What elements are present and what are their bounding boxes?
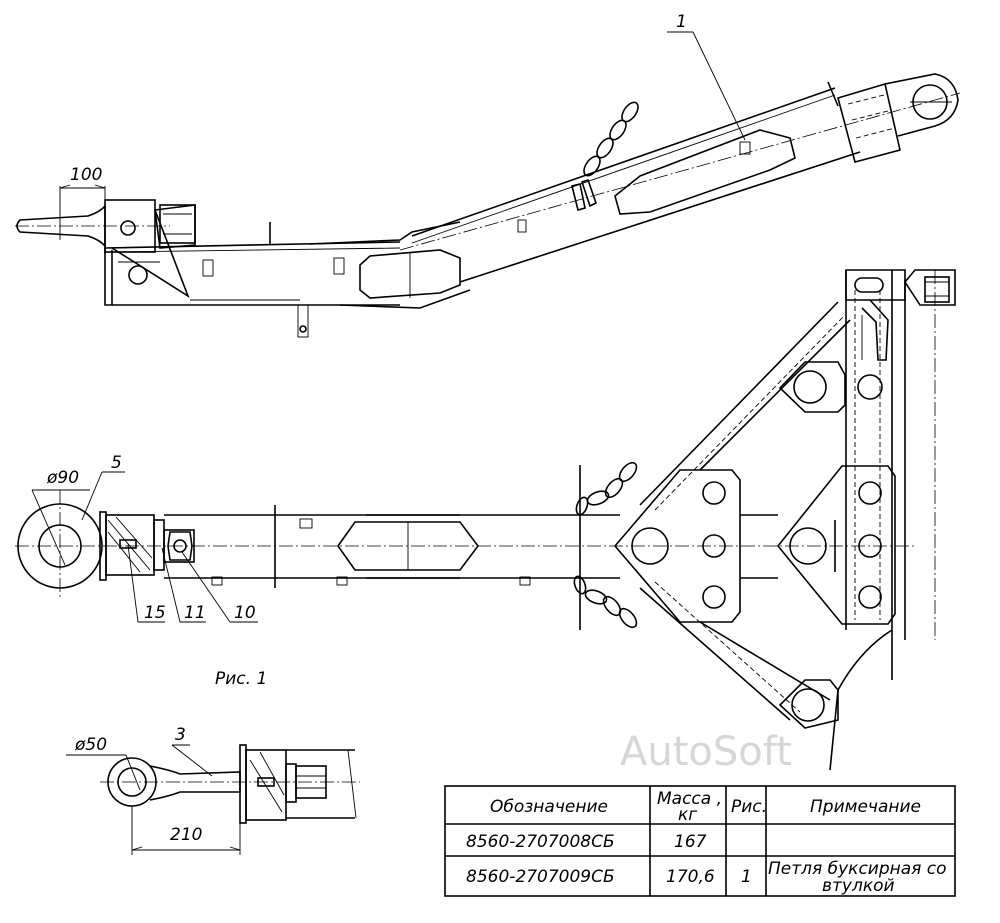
table-row-2-fig: 1 <box>741 867 752 887</box>
callout-10: 10 <box>234 603 256 623</box>
safety-chain-top <box>571 101 639 211</box>
table-row-2-note-line2: втулкой <box>822 876 895 896</box>
dimension-100-label: 100 <box>70 165 102 185</box>
callout-11: 11 <box>184 603 206 623</box>
table-header-mass: Масса , <box>657 789 722 809</box>
table-header-note: Примечание <box>810 797 921 817</box>
table-row-2-designation: 8560-2707009СБ <box>466 867 615 887</box>
dimension-dia90-label: ø90 <box>46 468 79 488</box>
table-header-designation: Обозначение <box>490 797 608 817</box>
eye-detail-view: ø50 3 210 <box>66 725 360 855</box>
table-header-fig: Рис. <box>731 797 767 817</box>
callout-15: 15 <box>144 603 166 623</box>
safety-chain-plan <box>573 461 638 629</box>
dimension-dia50-label: ø50 <box>74 735 107 755</box>
callout-3: 3 <box>175 725 186 745</box>
watermark: AutoSoft <box>620 729 792 775</box>
callout-5: 5 <box>111 453 122 473</box>
callout-1: 1 <box>676 12 687 32</box>
spec-table: Обозначение Масса , кг Рис. Примечание 8… <box>444 785 956 897</box>
table-header-mass-unit: кг <box>678 805 697 825</box>
table-row-2-note-line1: Петля буксирная со <box>768 859 947 879</box>
plan-view: ø90 5 <box>15 269 956 771</box>
side-view: 100 <box>15 12 961 338</box>
table-row-1-mass: 167 <box>674 832 707 852</box>
figure-caption: Рис. 1 <box>215 669 267 689</box>
dimension-210-label: 210 <box>170 825 202 845</box>
table-row-2-mass: 170,6 <box>666 867 715 887</box>
table-row-1-designation: 8560-2707008СБ <box>466 832 615 852</box>
